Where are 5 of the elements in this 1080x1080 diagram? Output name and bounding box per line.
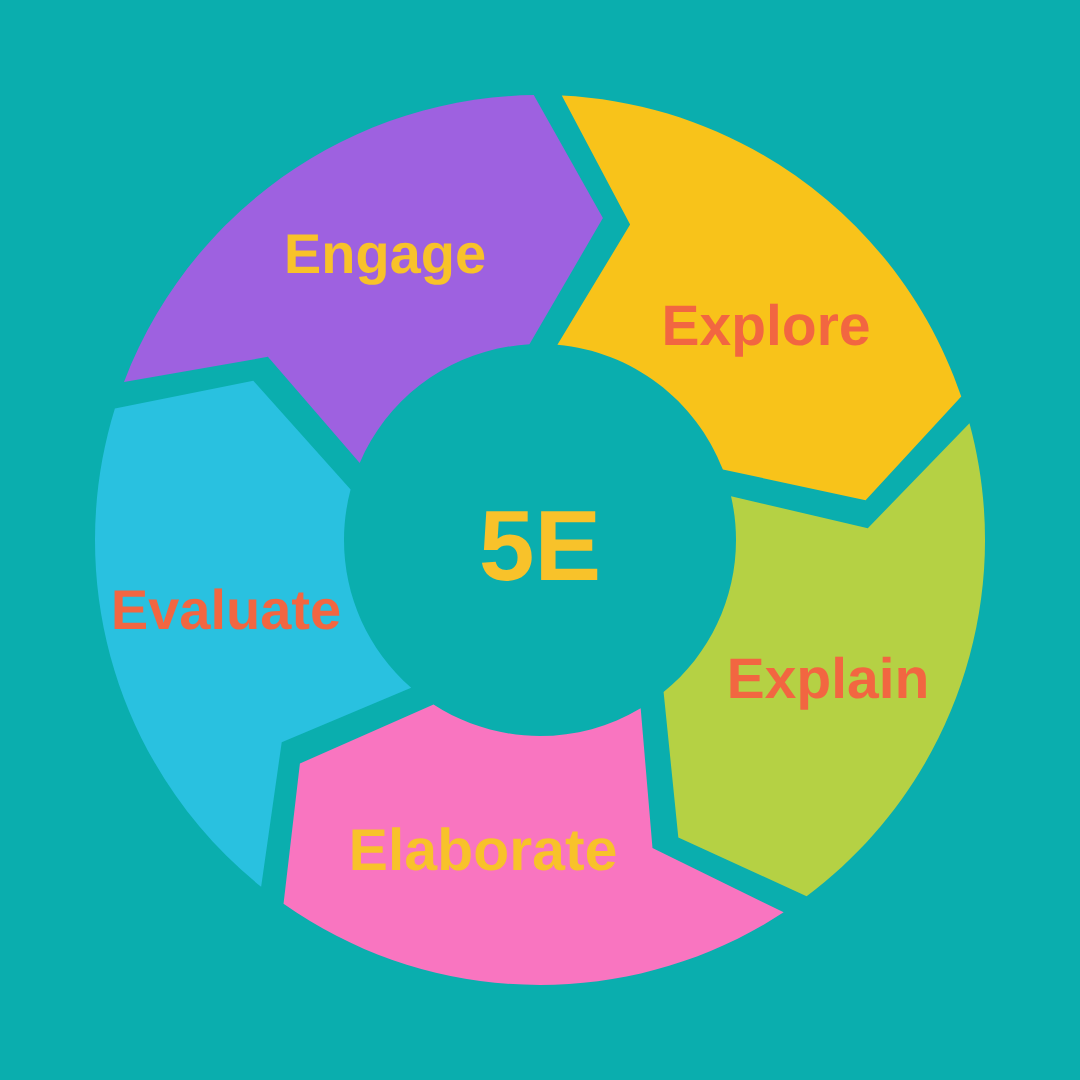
arrow-segment: Engage	[124, 95, 603, 464]
hub-label: 5E	[481, 511, 598, 581]
arrow-segment: Explore	[557, 95, 962, 501]
arrow-segment: Elaborate	[283, 704, 784, 985]
arrow-segment: Explain	[663, 423, 985, 897]
